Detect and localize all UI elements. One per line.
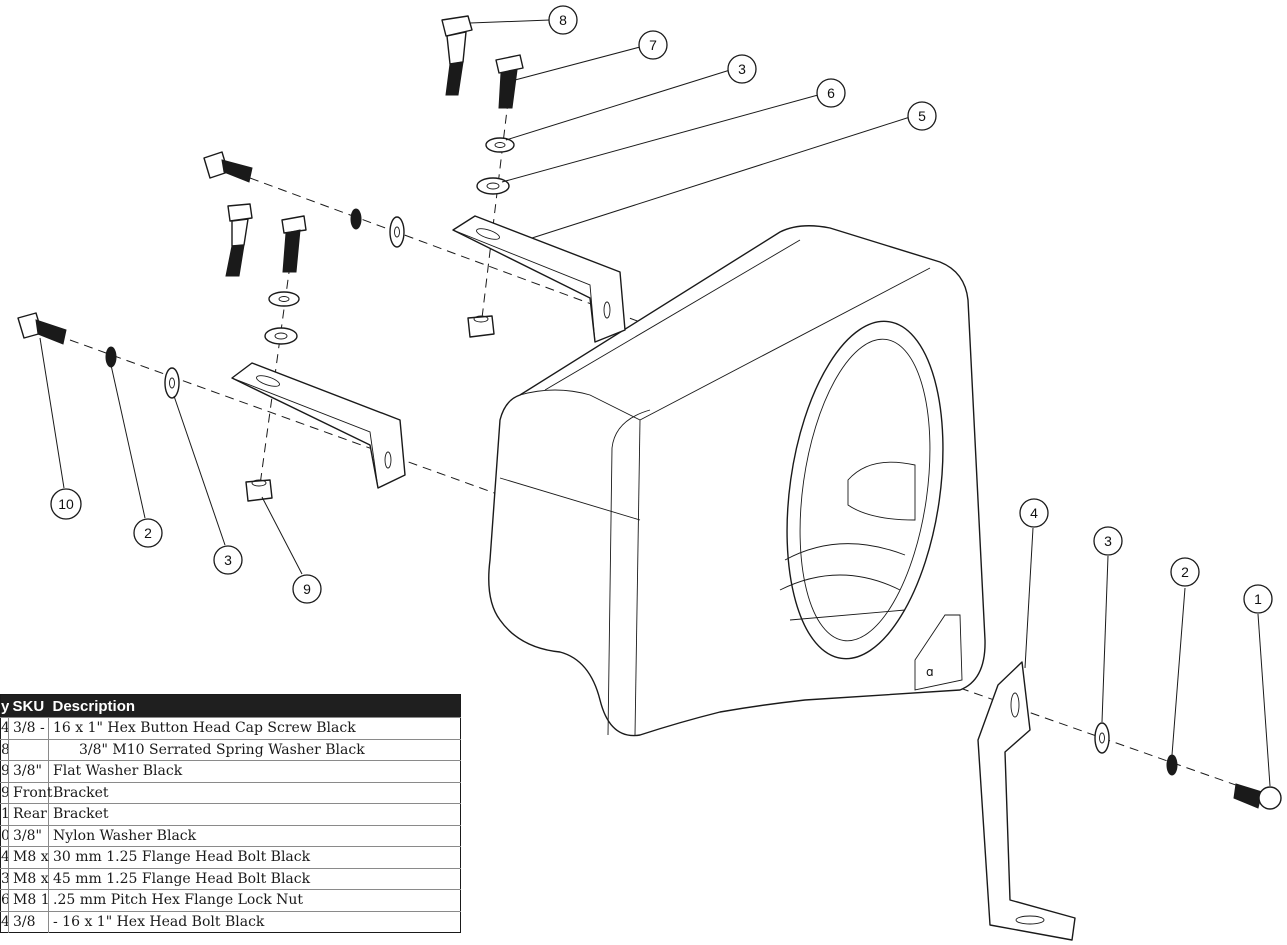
callout-2-left: 2 [133,518,163,548]
qty-cell: 4 [0,846,9,868]
description-cell: Bracket [48,781,461,804]
sku-cell: M8 1 [8,889,50,911]
bolts [17,15,1282,810]
table-row: 9 Front Bracket [0,781,461,804]
callout-3-right: 3 [1093,526,1123,556]
side-bracket [977,661,1076,941]
qty-cell: 3 [0,867,9,890]
callout-1: 1 [1243,584,1273,614]
callout-9-label: 9 [303,581,311,597]
qty-cell: 0 [0,824,9,847]
table-row: 1 Rear Bracket [0,803,461,825]
sku-cell: 3/8 - [8,717,49,739]
table-row: 6 M8 1 .25 mm Pitch Hex Flange Lock Nut [0,889,461,911]
callout-10-label: 10 [58,496,74,512]
callout-6-label: 6 [827,85,835,101]
description-cell: Bracket [48,803,461,825]
table-row: 0 3/8" Nylon Washer Black [0,824,461,847]
callout-10: 10 [50,488,82,520]
description-header: Description [48,694,461,718]
callout-7-label: 7 [649,37,657,53]
parts-table-header: y SKU Description [0,694,461,718]
description-cell: .25 mm Pitch Hex Flange Lock Nut [48,889,461,911]
qty-cell: 8 [0,738,9,761]
sku-header: SKU [8,694,49,718]
callout-3-left-label: 3 [224,552,232,568]
front-bracket [231,362,406,489]
description-cell: 16 x 1" Hex Button Head Cap Screw Black [48,717,461,739]
callout-7: 7 [638,30,668,60]
description-cell: 45 mm 1.25 Flange Head Bolt Black [48,867,461,890]
callout-2-left-label: 2 [144,525,152,541]
parts-table: y SKU Description 4 3/8 - 16 x 1" Hex Bu… [0,694,461,933]
callout-3-left: 3 [213,545,243,575]
qty-cell: 4 [0,717,9,739]
table-row: 9 3/8" Flat Washer Black [0,760,461,782]
callout-2-right: 2 [1170,557,1200,587]
callout-3-right-label: 3 [1104,533,1112,549]
svg-text:ɑ: ɑ [926,665,934,679]
sku-cell: 3/8" [8,760,49,782]
callout-4-label: 4 [1030,505,1038,521]
callout-9: 9 [292,574,322,604]
qty-cell: 9 [0,781,9,804]
description-cell: Nylon Washer Black [48,824,461,847]
table-row: 47 3/8 - 16 x 1" Hex Head Bolt Black [0,910,461,933]
table-row: 8 3/8" M10 Serrated Spring Washer Black [0,738,461,761]
sku-cell: Front [8,781,52,804]
sku-cell: M8 x [8,867,49,890]
description-cell: 3/8" M10 Serrated Spring Washer Black [48,738,461,761]
sku-cell: M8 x [8,846,49,868]
leader-lines [39,19,1271,787]
callout-5: 5 [907,101,937,131]
callout-6: 6 [816,78,846,108]
callout-5-label: 5 [918,108,926,124]
table-row: 4 3/8 - 16 x 1" Hex Button Head Cap Scre… [0,717,461,739]
callout-1-label: 1 [1254,591,1262,607]
sku-cell: Rear [8,803,49,825]
callout-4: 4 [1019,498,1049,528]
description-cell: - 16 x 1" Hex Head Bolt Black [48,910,461,933]
qty-cell: 9 [0,760,9,782]
callout-3-top-label: 3 [738,61,746,77]
callout-8-label: 8 [559,12,567,28]
description-cell: 30 mm 1.25 Flange Head Bolt Black [48,846,461,868]
callout-3-top: 3 [727,54,757,84]
sku-cell: 3/8 [8,910,49,933]
washers-nuts [105,137,1178,776]
table-row: 3 M8 x 45 mm 1.25 Flange Head Bolt Black [0,867,461,890]
sku-cell [8,738,49,761]
qty-cell: 1 [0,803,9,825]
callout-8: 8 [548,5,578,35]
housing: ɑ [488,225,986,737]
qty-cell: 6 [0,889,9,911]
rear-bracket [452,215,626,343]
qty-header: y [0,694,9,718]
description-cell: Flat Washer Black [48,760,461,782]
callout-2-right-label: 2 [1181,564,1189,580]
table-row: 4 M8 x 30 mm 1.25 Flange Head Bolt Black [0,846,461,868]
qty-cell: 47 [0,910,9,933]
sku-cell: 3/8" [8,824,49,847]
